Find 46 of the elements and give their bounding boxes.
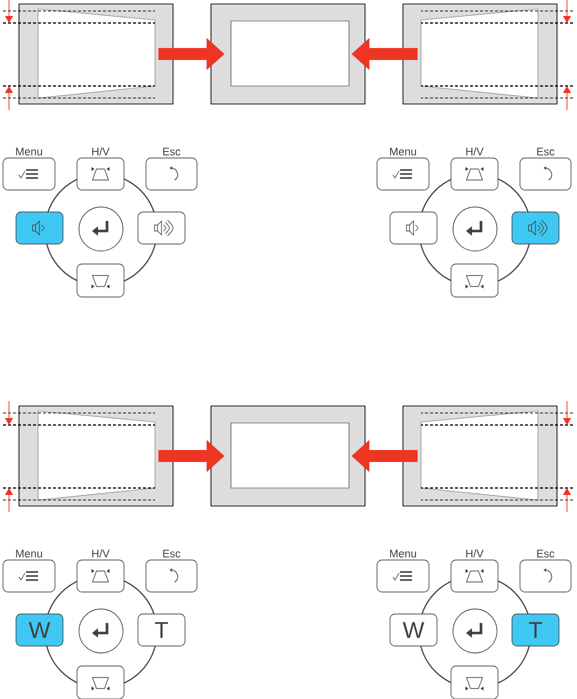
node-label: Menu [390,148,416,156]
screen-drawing [18,406,174,506]
zoom-button: T [512,614,560,646]
screen-drawing [402,4,558,104]
menu-button: Menu [376,148,430,190]
screen-drawing [210,4,366,104]
keystone-button [76,666,124,699]
volume-up-button [138,212,186,244]
screen-drawing [18,4,174,104]
screen-drawing [402,406,558,506]
node-label: H/V [92,549,110,558]
zoom-button: W [390,614,438,646]
enter-button [78,206,124,252]
esc-button: Esc [520,550,572,592]
volume-down-button [16,212,64,244]
node-label: Esc [537,550,554,558]
menu-button: Menu [2,550,56,592]
enter-button [452,608,498,654]
node-label: Menu [390,550,416,558]
zoom-button: W [16,614,64,646]
esc-button: Esc [146,148,198,190]
esc-button: Esc [146,550,198,592]
node-label: H/V [466,549,484,558]
node-label: H/V [92,147,110,156]
volume-up-button [512,212,560,244]
node-label: Menu [16,550,42,558]
keystone-button: H/V [450,147,498,190]
node-label: Esc [163,148,180,156]
node-label: H/V [466,147,484,156]
keystone-button: H/V [76,147,124,190]
node-label: Esc [537,148,554,156]
volume-down-button [390,212,438,244]
zoom-button: T [138,614,186,646]
menu-button: Menu [376,550,430,592]
node-label: Menu [16,148,42,156]
enter-button [452,206,498,252]
keystone-button: H/V [450,549,498,592]
screen-drawing [210,406,366,506]
keystone-button [76,264,124,298]
keystone-button: H/V [76,549,124,592]
keystone-button [450,264,498,298]
esc-button: Esc [520,148,572,190]
keystone-button [450,666,498,699]
enter-button [78,608,124,654]
menu-button: Menu [2,148,56,190]
node-label: Esc [163,550,180,558]
